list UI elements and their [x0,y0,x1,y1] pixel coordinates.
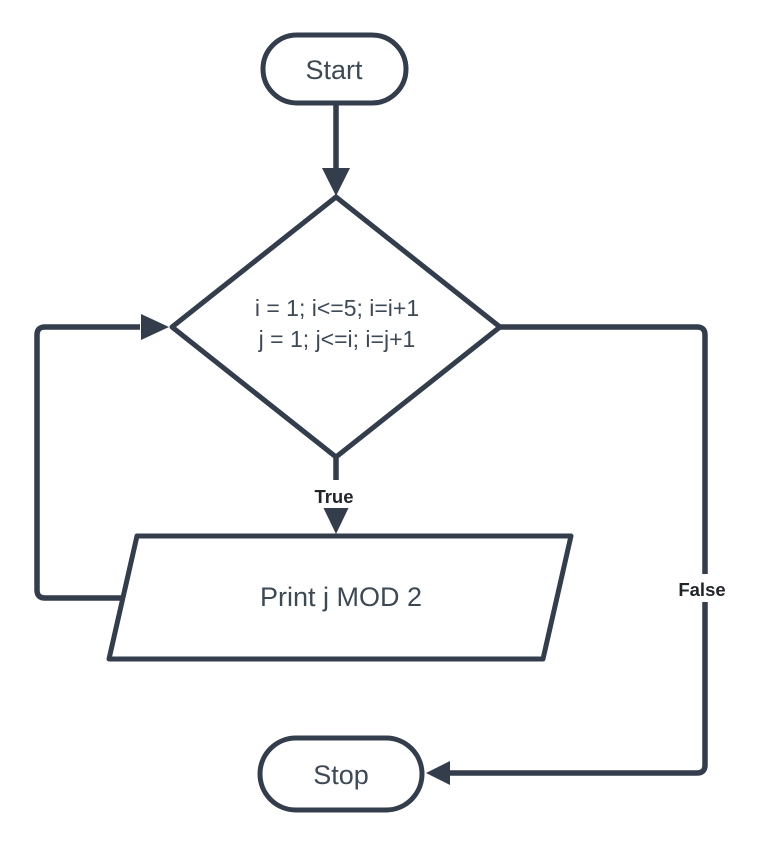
arrowhead-into-decision-top-icon [322,168,350,196]
print-node [106,533,574,662]
print-node-label: Print j MOD 2 [260,582,422,612]
arrowhead-into-print-icon [323,507,349,534]
stop-node-label: Stop [313,760,369,790]
arrowhead-into-stop-icon [426,761,450,785]
start-node [260,32,409,106]
stop-node [257,735,425,813]
edge-decision-to-stop [450,324,708,776]
loop-condition-line1: i = 1; i<=5; i=i+1 [255,295,419,321]
edge-labels: True False [305,480,733,602]
nodes: Start i = 1; i<=5; i=i+1 j = 1; j<=i; i=… [106,32,574,813]
arrowhead-into-decision-left-icon [141,314,169,340]
edge-print-loopback-to-decision [34,324,140,601]
loop-condition-line2: j = 1; j<=i; i=j+1 [258,326,416,352]
false-label-background [673,574,733,602]
loop-condition-node [169,194,503,460]
start-node-label: Start [305,55,363,85]
true-label-background [305,480,365,508]
connectors [34,103,708,785]
false-edge-label: False [678,579,725,600]
true-edge-label: True [314,486,353,507]
